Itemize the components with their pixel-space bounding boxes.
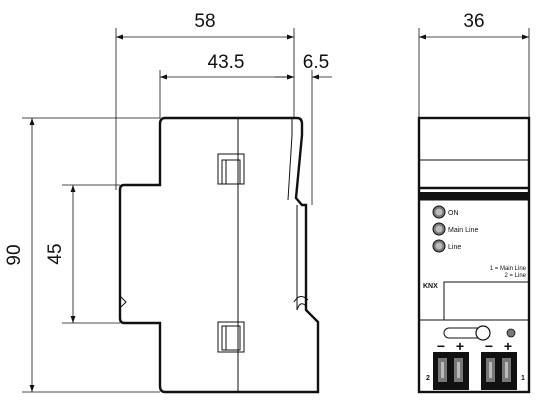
- label-field: [443, 281, 530, 321]
- side-housing-outline: [118, 116, 320, 394]
- led-main-line-label: Main Line: [448, 227, 478, 234]
- led-line-label: Line: [448, 244, 461, 251]
- side-view: [118, 116, 320, 394]
- terminal-right-minus: −: [485, 338, 493, 354]
- side-rail-hook: [296, 303, 307, 311]
- legend-line-2: 2 = Line: [504, 273, 526, 279]
- legend-line-1: 1 = Main Line: [490, 266, 527, 272]
- terminal-left-plus: +: [456, 338, 464, 354]
- front-dark-band: [419, 192, 529, 200]
- programming-button: [475, 325, 491, 341]
- upper-latch: [217, 153, 245, 185]
- side-rail-hook-2: [293, 296, 309, 303]
- dim-58-label: 58: [194, 11, 215, 32]
- terminal-left-number: 2: [426, 375, 430, 382]
- dim-90-label: 90: [4, 244, 25, 265]
- lower-latch: [217, 321, 245, 353]
- led-main-line: Main Line: [432, 222, 478, 236]
- led-line: Line: [432, 239, 461, 253]
- front-dimensions: 36: [418, 11, 530, 118]
- knx-logo: KNX: [423, 283, 438, 290]
- led-on: ON: [432, 205, 459, 219]
- side-dimensions: 58 43.5 6.5 90 45: [4, 11, 332, 393]
- front-housing-outline: [417, 116, 531, 394]
- terminal-right: [481, 352, 517, 390]
- dim-45-label: 45: [45, 243, 66, 264]
- programming-led: [506, 328, 516, 338]
- led-on-label: ON: [448, 210, 459, 217]
- dim-6-5-label: 6.5: [303, 52, 329, 73]
- side-inner-ridge: [287, 118, 293, 201]
- side-notch: [119, 295, 127, 309]
- terminal-left: [433, 352, 469, 390]
- dim-36-label: 36: [463, 11, 484, 32]
- terminal-left-minus: −: [437, 338, 445, 354]
- front-view: ON Main Line Line 1 = Main Line 2 = Line…: [417, 116, 531, 394]
- terminal-right-number: 1: [521, 375, 525, 382]
- terminal-right-plus: +: [504, 338, 512, 354]
- dim-43-5-label: 43.5: [208, 52, 245, 73]
